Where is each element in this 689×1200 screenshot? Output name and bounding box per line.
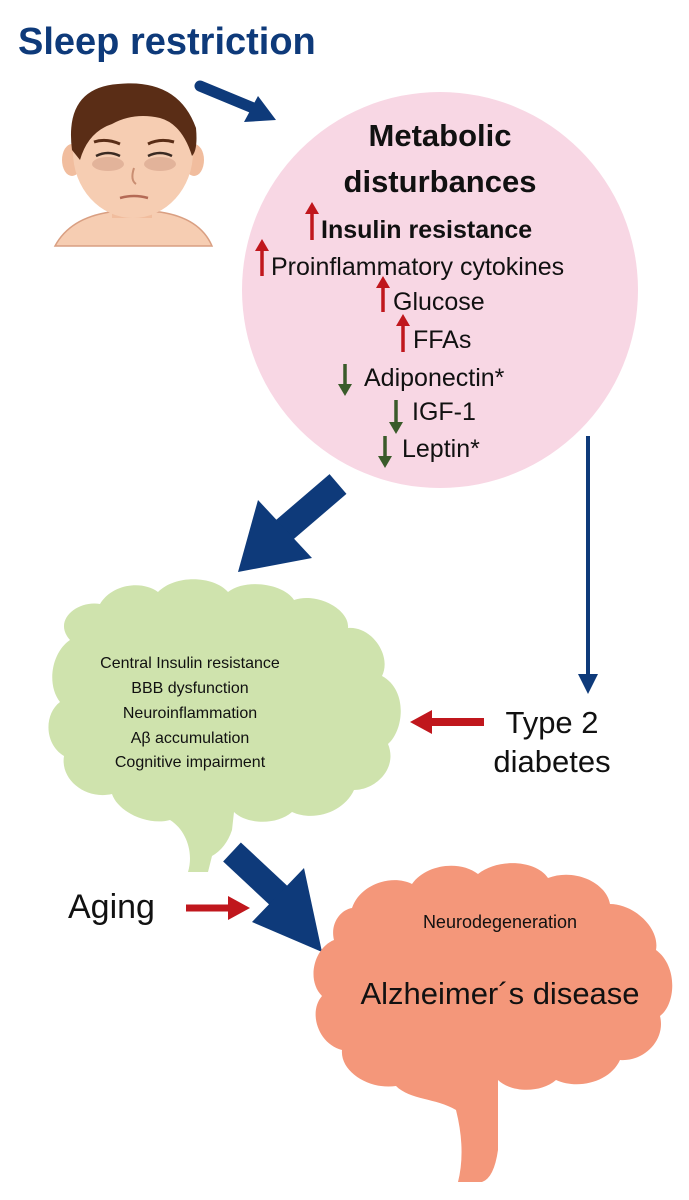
title-arrow xyxy=(194,80,276,122)
arrow-to-diabetes xyxy=(578,436,598,694)
title: Sleep restriction xyxy=(18,21,316,63)
metabolic-heading-line1: Metabolic xyxy=(369,118,512,153)
arrow-to-alzheimers xyxy=(223,842,322,952)
brain-effect-item: Aβ accumulation xyxy=(131,730,250,747)
green-brain-shape xyxy=(48,579,401,872)
down-arrow-icon xyxy=(378,436,392,468)
metabolic-item-glucose: Glucose xyxy=(376,276,485,316)
down-arrow-icon xyxy=(389,400,403,434)
down-arrow-icon xyxy=(338,364,352,396)
diabetes-arrow xyxy=(410,710,484,734)
brain-effect-item: Neuroinflammation xyxy=(123,705,257,722)
metabolic-item-insulin-resistance: Insulin resistance xyxy=(305,202,532,244)
aging-arrow xyxy=(186,896,250,920)
aging-label: Aging xyxy=(68,888,155,926)
metabolic-item-label: IGF-1 xyxy=(412,398,476,426)
metabolic-item-label: Leptin* xyxy=(402,435,480,463)
up-arrow-icon xyxy=(305,202,319,240)
metabolic-item-label: Glucose xyxy=(393,288,485,316)
arrow-to-brain xyxy=(238,474,347,572)
up-arrow-icon xyxy=(376,276,390,312)
salmon-brain-shape xyxy=(313,863,673,1182)
brain-effect-item: Cognitive impairment xyxy=(115,754,266,771)
tired-face-illustration xyxy=(53,83,214,247)
metabolic-item-proinflammatory-cytokines: Proinflammatory cytokines xyxy=(255,239,564,281)
metabolic-item-label: Adiponectin* xyxy=(364,364,505,392)
outcome-small-label: Neurodegeneration xyxy=(423,912,577,932)
metabolic-item-adiponectin: Adiponectin* xyxy=(338,364,505,396)
brain-effect-item: BBB dysfunction xyxy=(131,680,248,697)
metabolic-item-ffas: FFAs xyxy=(396,314,471,354)
metabolic-item-label: Proinflammatory cytokines xyxy=(271,253,564,281)
up-arrow-icon xyxy=(255,239,269,276)
metabolic-item-leptin: Leptin* xyxy=(378,435,480,468)
diabetes-label-line2: diabetes xyxy=(493,744,610,779)
up-arrow-icon xyxy=(396,314,410,352)
metabolic-item-label: FFAs xyxy=(413,326,471,354)
brain-effects-list: Central Insulin resistance BBB dysfuncti… xyxy=(100,655,280,771)
metabolic-heading-line2: disturbances xyxy=(344,164,537,199)
metabolic-item-igf-1: IGF-1 xyxy=(389,398,476,434)
metabolic-item-label: Insulin resistance xyxy=(321,216,532,244)
diabetes-label-line1: Type 2 xyxy=(505,705,598,740)
outcome-large-label: Alzheimer´s disease xyxy=(360,976,639,1011)
brain-effect-item: Central Insulin resistance xyxy=(100,655,280,672)
